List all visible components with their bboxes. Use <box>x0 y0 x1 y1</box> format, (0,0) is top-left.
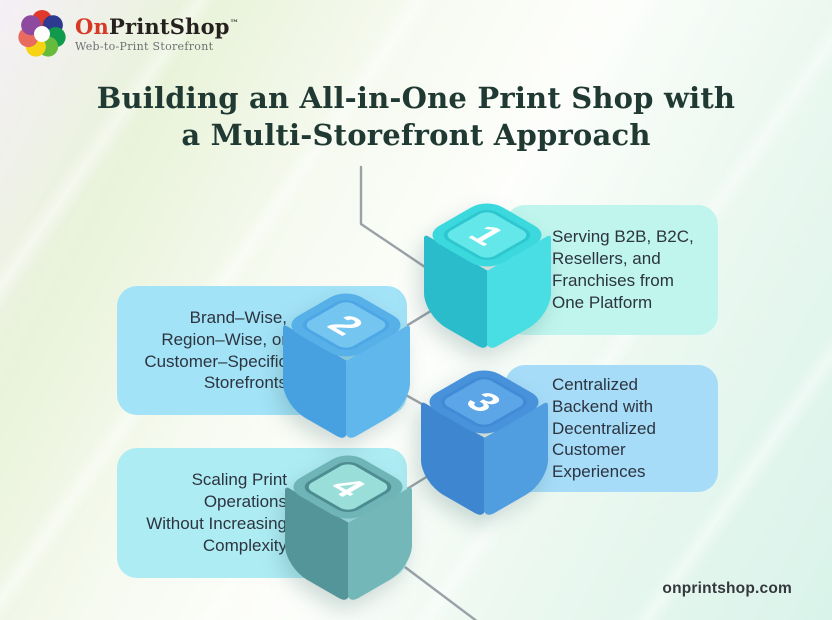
step-text-3: Centralized Backend with Decentralized C… <box>552 374 656 482</box>
flower-logo-icon <box>16 10 68 60</box>
title-line-2: a Multi-Storefront Approach <box>181 118 651 152</box>
step-number-2: 2 <box>318 309 374 341</box>
logo-word-on: On <box>75 14 109 39</box>
brand-logo: OnPrintShop™ Web-to-Print Storefront <box>16 10 239 60</box>
step-text-4: Scaling Print Operations Without Increas… <box>146 470 287 555</box>
step-cube-3: 3 <box>420 365 548 520</box>
step-cube-1: 1 <box>423 198 551 353</box>
logo-text: OnPrintShop™ Web-to-Print Storefront <box>75 16 239 52</box>
flower-center <box>34 26 50 42</box>
step-number-3: 3 <box>456 386 512 418</box>
page-title: Building an All-in-One Print Shop with a… <box>0 80 832 154</box>
step-text-2: Brand–Wise, Region–Wise, or Customer–Spe… <box>144 307 287 393</box>
step-text-1: Serving B2B, B2C, Resellers, and Franchi… <box>552 227 694 312</box>
logo-tagline: Web-to-Print Storefront <box>75 40 214 53</box>
step-cube-4: 4 <box>284 450 412 605</box>
step-number-1: 1 <box>459 219 515 251</box>
logo-word-printshop: PrintShop <box>108 14 230 39</box>
step-cube-2: 2 <box>282 288 410 443</box>
trademark-symbol: ™ <box>229 19 239 29</box>
title-line-1: Building an All-in-One Print Shop with <box>96 81 736 115</box>
step-number-4: 4 <box>320 471 376 503</box>
website-url: onprintshop.com <box>662 580 792 597</box>
